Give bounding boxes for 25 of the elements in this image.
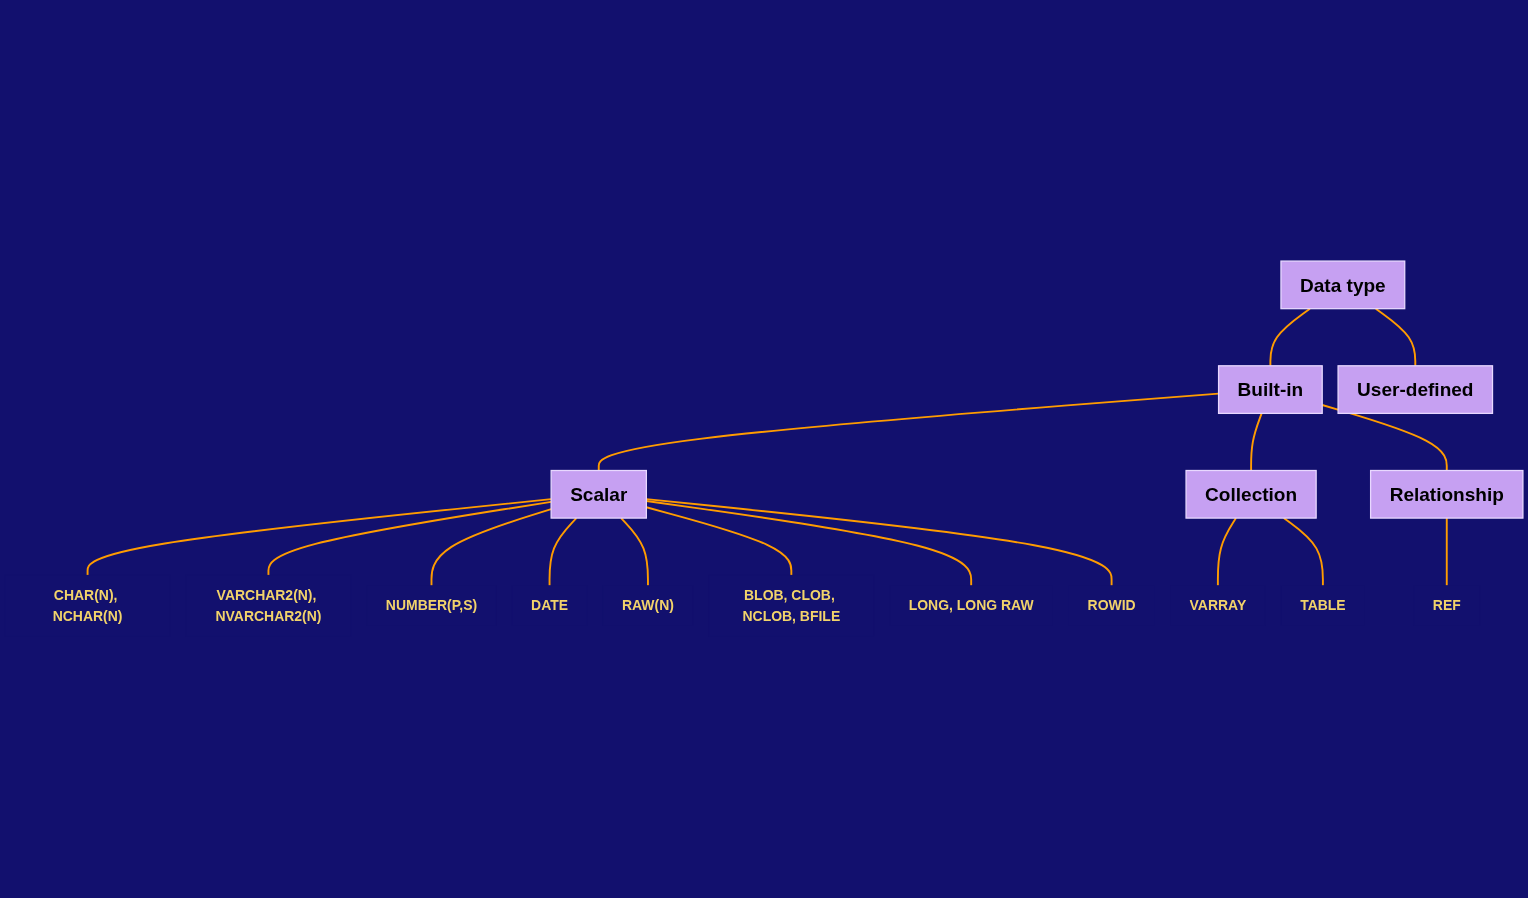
connector: [1216, 517, 1237, 588]
connector: [620, 517, 649, 588]
node-text: VARCHAR2(N), NVARCHAR2(N): [215, 587, 322, 625]
node-text: DATE: [531, 598, 569, 614]
connector: [1445, 517, 1448, 588]
node-text: VARRAY: [1189, 598, 1247, 614]
connector: [548, 517, 578, 588]
connector: [1374, 308, 1417, 368]
node-box: Built-in: [1217, 365, 1323, 415]
node-box: Relationship: [1369, 470, 1524, 520]
node-text: TABLE: [1300, 598, 1346, 614]
connector: [1282, 517, 1324, 588]
node-text: LONG, LONG RAW: [908, 598, 1034, 614]
node-box: Collection: [1185, 470, 1317, 520]
connector: [1250, 412, 1263, 472]
connector: [1269, 308, 1311, 368]
node-box: User-defined: [1337, 365, 1494, 415]
node-text: RAW(N): [621, 598, 674, 614]
node-text: REF: [1432, 598, 1461, 614]
node-text: NUMBER(P,S): [385, 598, 478, 614]
node-text: CHAR(N), NCHAR(N): [52, 587, 123, 625]
node-box: Data type: [1280, 260, 1406, 310]
node-box: Scalar: [550, 470, 647, 520]
node-text: BLOB, CLOB, NCLOB, BFILE: [742, 587, 841, 625]
node-text: ROWID: [1087, 598, 1136, 614]
